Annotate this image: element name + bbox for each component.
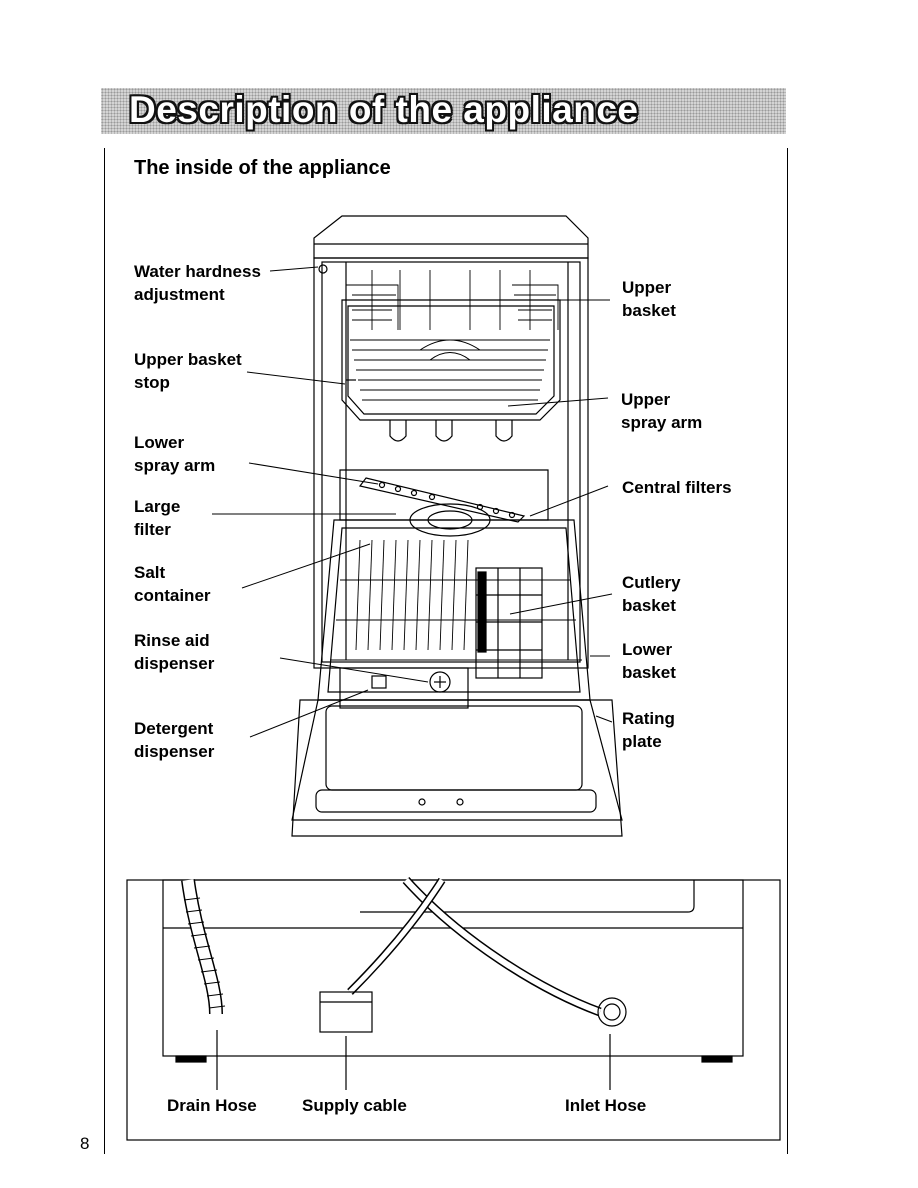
label-supply-cable: Supply cable: [302, 1096, 407, 1115]
label-upper-basket-stop: Upper basket stop: [134, 350, 242, 392]
right-margin-rule: [787, 148, 788, 1154]
label-central-filters: Central filters: [622, 478, 732, 497]
upper-basket-drawing: [341, 270, 561, 442]
label-drain-hose: Drain Hose: [167, 1096, 257, 1115]
label-rating-plate: Rating plate: [622, 709, 675, 751]
label-upper-basket: Upper basket: [622, 278, 676, 320]
label-upper-spray-arm: Upper spray arm: [621, 390, 703, 432]
label-lower-spray-arm: Lower spray arm: [134, 433, 216, 475]
section-title: The inside of the appliance: [134, 157, 391, 179]
label-large-filter: Large filter: [134, 497, 181, 539]
label-salt-container: Salt container: [134, 563, 211, 605]
label-water-hardness-adjustment: Water hardness adjustment: [134, 262, 261, 304]
label-detergent-dispenser: Detergent dispenser: [134, 719, 215, 761]
rear-view-drawing: [126, 876, 781, 1141]
left-margin-rule: [104, 148, 105, 1154]
lower-basket-drawing: [317, 519, 591, 701]
leader-lines: [212, 266, 613, 738]
page-title: Description of the appliance: [129, 89, 639, 130]
header-banner: Description of the appliance: [101, 88, 786, 134]
label-rinse-aid-dispenser: Rinse aid dispenser: [134, 631, 215, 673]
lower-spray-arm-drawing: [339, 469, 549, 537]
page-number: 8: [80, 1134, 90, 1153]
label-inlet-hose: Inlet Hose: [565, 1096, 647, 1115]
label-cutlery-basket: Cutlery basket: [622, 573, 681, 615]
label-lower-basket: Lower basket: [622, 640, 676, 682]
door-drawing: [291, 667, 623, 837]
cabinet-outline: [313, 215, 589, 669]
